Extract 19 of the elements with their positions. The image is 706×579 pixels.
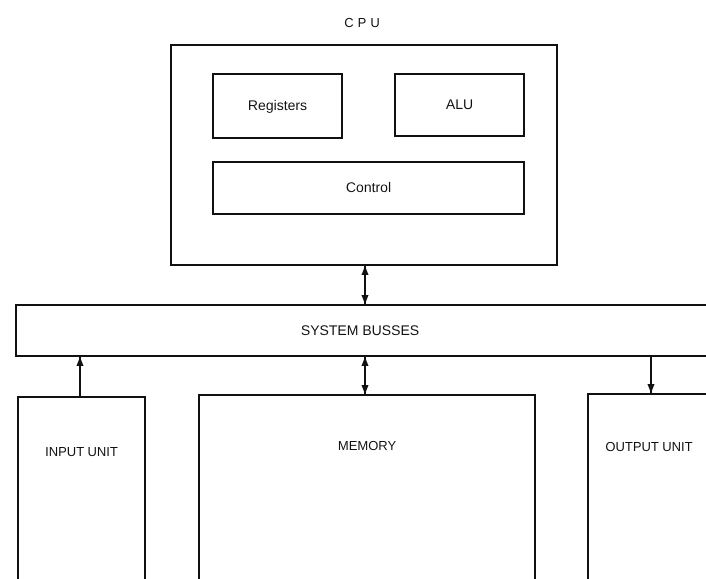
registers-box <box>212 73 343 139</box>
memory-box <box>198 394 536 579</box>
arrow <box>361 357 369 394</box>
control-box <box>212 161 525 215</box>
box-label: OUTPUT UNIT <box>604 438 694 456</box>
alu-box <box>394 73 525 137</box>
output-unit-box <box>587 393 706 579</box>
system-bus-bar <box>15 304 706 357</box>
box-label: SYSTEM BUSSES <box>300 320 420 340</box>
box-label: Registers <box>246 96 308 116</box>
box-label: Control <box>344 178 392 198</box>
input-unit-box <box>17 396 146 579</box>
arrow <box>647 357 655 393</box>
heading: CPU <box>343 14 385 32</box>
box-label: ALU <box>444 95 474 114</box>
arrow <box>76 357 84 396</box>
arrow <box>361 266 369 304</box>
box-label: MEMORY <box>336 437 398 455</box>
box-label: INPUT UNIT <box>44 443 119 461</box>
